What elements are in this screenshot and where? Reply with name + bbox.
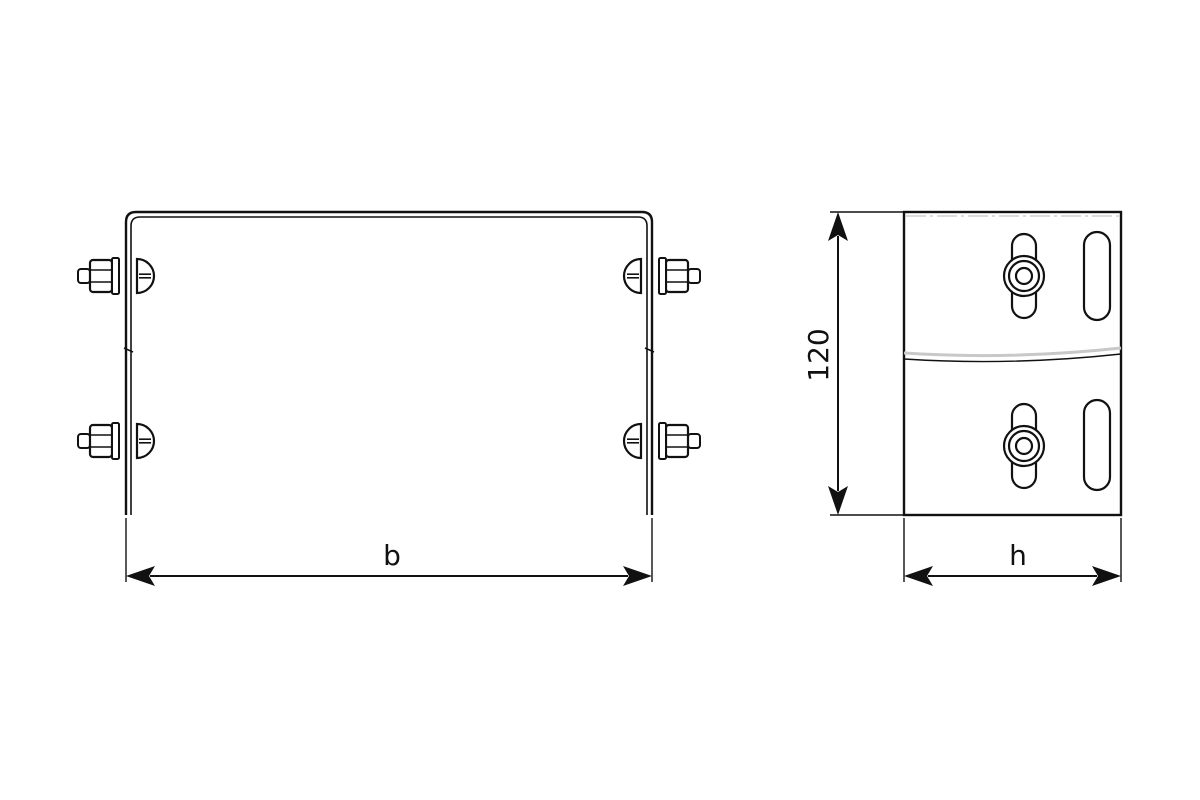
- arrowhead-icon: [828, 212, 848, 241]
- arrowhead-icon: [623, 566, 652, 586]
- bracket-outline-outer: [124, 210, 654, 515]
- arrowhead-icon: [904, 566, 933, 586]
- height-label: 120: [802, 328, 835, 381]
- side-view: 120 h: [802, 210, 1123, 586]
- slot-hole-icon: [1082, 230, 1112, 322]
- bolt-nut-icon: [622, 256, 702, 296]
- bracket-outline-inner: [130, 216, 648, 515]
- depth-dimension: h: [903, 518, 1122, 586]
- bolt-nut-icon: [622, 421, 702, 461]
- arrowhead-icon: [126, 566, 155, 586]
- width-dimension: b: [125, 518, 653, 586]
- front-view: b: [76, 210, 702, 586]
- width-label: b: [383, 539, 401, 572]
- depth-label: h: [1009, 539, 1027, 572]
- arrowhead-icon: [828, 486, 848, 515]
- plate-seam: [903, 346, 1122, 358]
- slot-hole-icon: [1082, 398, 1112, 492]
- height-dimension: 120: [802, 211, 904, 516]
- bolt-nut-icon: [76, 256, 156, 296]
- arrowhead-icon: [1092, 566, 1121, 586]
- bolt-nut-icon: [76, 421, 156, 461]
